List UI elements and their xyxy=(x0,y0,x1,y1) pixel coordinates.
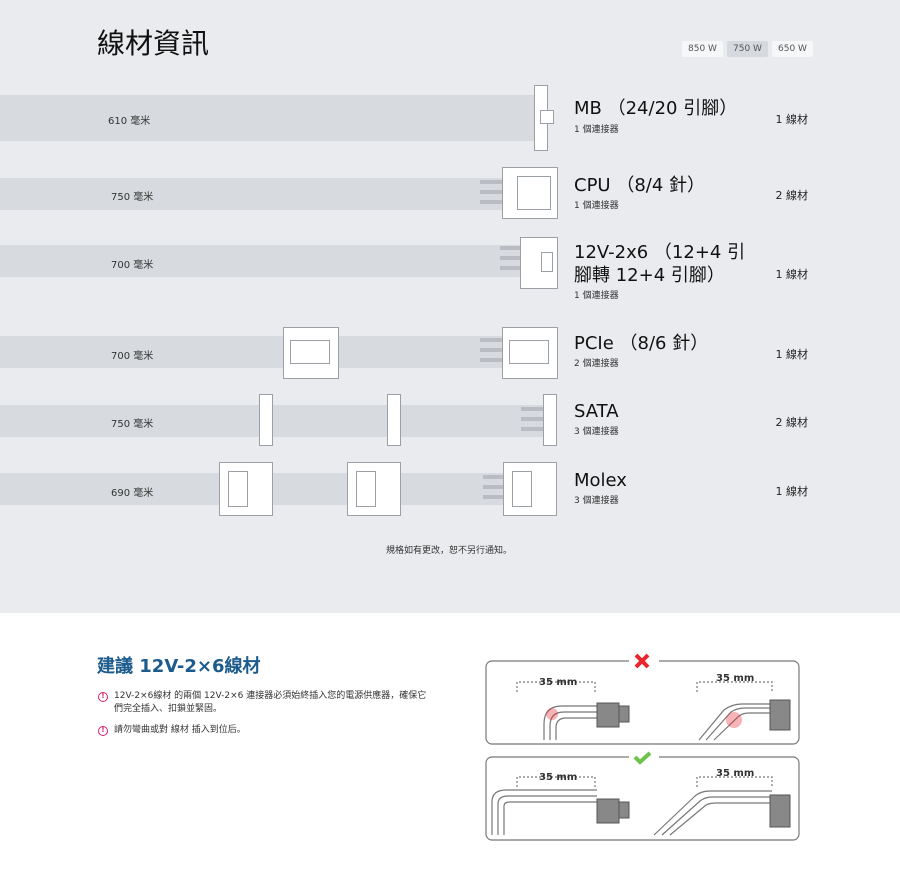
cable-count: 1 線材 xyxy=(775,113,809,126)
measure-label: 35 mm xyxy=(716,768,754,779)
tip-item: !請勿彎曲或對 線材 插入到位后。 xyxy=(98,724,428,737)
cable-count: 1 線材 xyxy=(775,268,809,281)
cable-name: PCIe （8/6 針） xyxy=(574,333,709,354)
wattage-750-button[interactable]: 750 W xyxy=(727,41,768,57)
measure-label: 35 mm xyxy=(539,772,577,783)
alert-icon: ! xyxy=(98,692,108,702)
cable-count: 2 線材 xyxy=(775,189,809,202)
mb-cable xyxy=(0,95,535,141)
cable-name-line2: 腳轉 12+4 引腳） xyxy=(574,265,725,286)
cable-name: CPU （8/4 針） xyxy=(574,175,706,196)
recommend-title: 建議 12V-2×6線材 xyxy=(97,656,261,677)
cable-count: 1 線材 xyxy=(775,348,809,361)
sata-connector xyxy=(387,394,401,446)
molex-connector xyxy=(503,462,557,516)
12v-2x6-connector xyxy=(520,237,558,289)
cable-length: 750 毫米 xyxy=(111,419,154,430)
pcie-connector xyxy=(283,327,339,379)
molex-connector xyxy=(347,462,401,516)
connector-count: 1 個連接器 xyxy=(574,291,619,301)
cable-name: SATA xyxy=(574,401,619,422)
disclaimer: 規格如有更改，恕不另行通知。 xyxy=(386,546,513,556)
cable-length: 610 毫米 xyxy=(108,116,151,127)
cable-length: 690 毫米 xyxy=(111,488,154,499)
molex-connector xyxy=(219,462,273,516)
cpu-cable xyxy=(0,178,502,210)
connector-count: 2 個連接器 xyxy=(574,359,619,369)
cross-icon xyxy=(634,653,650,669)
measure-label: 35 mm xyxy=(539,677,577,688)
cable-length: 700 毫米 xyxy=(111,351,154,362)
measure-label: 35 mm xyxy=(716,673,754,684)
tip-item: !12V-2×6線材 的兩個 12V-2×6 連接器必須始終插入您的電源供應器，… xyxy=(98,690,428,716)
wattage-850-button[interactable]: 850 W xyxy=(682,41,723,57)
page-title: 線材資訊 xyxy=(97,27,210,60)
alert-icon: ! xyxy=(98,726,108,736)
wattage-650-button[interactable]: 650 W xyxy=(772,41,813,57)
connector-count: 3 個連接器 xyxy=(574,427,619,437)
pcie-cable xyxy=(0,336,502,368)
connector-count: 1 個連接器 xyxy=(574,125,619,135)
cable-count: 1 線材 xyxy=(775,485,809,498)
pcie-connector xyxy=(502,327,558,379)
sata-connector xyxy=(259,394,273,446)
connector-count: 1 個連接器 xyxy=(574,201,619,211)
connector-count: 3 個連接器 xyxy=(574,496,619,506)
mb-latch xyxy=(540,110,554,124)
cpu-connector xyxy=(502,167,558,219)
cable-length: 700 毫米 xyxy=(111,260,154,271)
cable-name: Molex xyxy=(574,470,627,491)
cable-count: 2 線材 xyxy=(775,416,809,429)
bending-diagram: 35 mm 35 mm 35 mm 35 mm xyxy=(485,652,800,841)
check-icon xyxy=(633,751,652,765)
cable-name: 12V-2x6 （12+4 引 xyxy=(574,242,746,263)
12v-2x6-cable xyxy=(0,245,520,277)
cable-name: MB （24/20 引腳） xyxy=(574,98,738,119)
cable-length: 750 毫米 xyxy=(111,192,154,203)
sata-connector xyxy=(543,394,557,446)
cable-info-section: 線材資訊 850 W 750 W 650 W 610 毫米 MB （24/20 … xyxy=(0,0,900,613)
